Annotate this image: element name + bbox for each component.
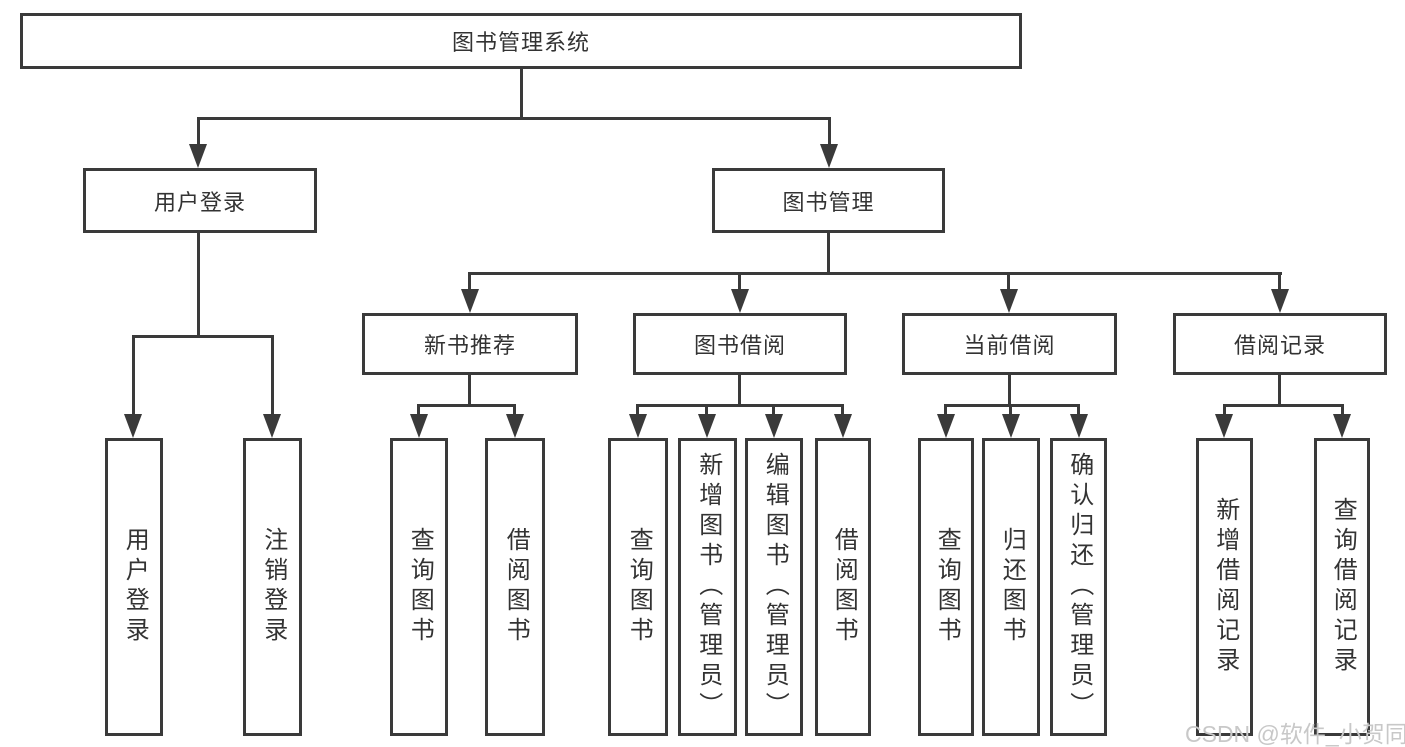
connector-leaf-stem [132,335,135,417]
connector-leaf-stem [636,404,639,417]
connector-user-login-stem [197,233,200,338]
leaf-query-books-current: 查询图书 [918,438,974,736]
node-new-book-recommend-label: 新书推荐 [423,333,516,358]
connector-leaf-stem [1278,272,1281,292]
leaf-query-borrow-record: 查询借阅记录 [1314,438,1370,736]
leaf-return-books: 归还图书 [982,438,1040,736]
connector-recommend-stem [468,375,471,406]
csdn-watermark: CSDN @软件_小贺同学 [1185,721,1405,747]
connector-leaf-stem [271,335,274,417]
node-book-borrow-label: 图书借阅 [693,333,786,358]
leaf-confirm-return-admin: 确认归还（管理员） [1050,438,1107,736]
arrow-down-icon [731,289,749,313]
node-current-borrow-label: 当前借阅 [963,333,1056,358]
node-user-login-label: 用户登录 [153,189,246,215]
connector-borrow-bar [636,404,844,407]
arrow-down-icon [820,144,838,168]
arrow-down-icon [263,414,281,438]
leaf-label: 确认归还（管理员） [1065,452,1093,722]
leaf-logout: 注销登录 [243,438,302,736]
leaf-label: 查询借阅记录 [1329,497,1357,677]
leaf-add-borrow-record: 新增借阅记录 [1196,438,1253,736]
connector-root-bar [197,117,831,120]
leaf-label: 用户登录 [121,527,149,647]
leaf-borrow-books: 借阅图书 [815,438,871,736]
connector-leaf-stem [1007,272,1010,292]
connector-to-book-management [828,117,831,149]
arrow-down-icon [189,144,207,168]
arrow-down-icon [1333,414,1351,438]
leaf-add-books-admin: 新增图书（管理员） [678,438,737,736]
connector-record-stem [1278,375,1281,406]
arrow-down-icon [629,414,647,438]
leaf-label: 查询图书 [625,527,653,647]
node-borrow-record: 借阅记录 [1173,313,1387,375]
arrow-down-icon [765,414,783,438]
leaf-label: 借阅图书 [830,527,858,647]
connector-user-login-bar [132,335,274,338]
node-current-borrow: 当前借阅 [902,313,1117,375]
connector-leaf-stem [738,272,741,292]
arrow-down-icon [1070,414,1088,438]
node-book-borrow: 图书借阅 [633,313,847,375]
connector-leaf-stem [513,404,516,417]
arrow-down-icon [506,414,524,438]
leaf-query-books-borrow: 查询图书 [608,438,668,736]
arrow-down-icon [461,289,479,313]
connector-to-user-login [197,117,200,149]
arrow-down-icon [1002,414,1020,438]
leaf-borrow-books-recommend: 借阅图书 [485,438,545,736]
leaf-query-books-recommend: 查询图书 [390,438,448,736]
node-root: 图书管理系统 [20,13,1022,69]
connector-leaf-stem [417,404,420,417]
leaf-user-login: 用户登录 [105,438,163,736]
leaf-edit-books-admin: 编辑图书（管理员） [745,438,803,736]
node-new-book-recommend: 新书推荐 [362,313,578,375]
connector-leaf-stem [772,404,775,417]
arrow-down-icon [410,414,428,438]
connector-book-management-bar [469,272,1282,275]
connector-recommend-bar [418,404,516,407]
connector-leaf-stem [1341,404,1344,417]
connector-current-bar [944,404,1080,407]
connector-leaf-stem [705,404,708,417]
arrow-down-icon [124,414,142,438]
connector-leaf-stem [841,404,844,417]
leaf-label: 注销登录 [259,527,287,647]
arrow-down-icon [1000,289,1018,313]
connector-book-management-stem [827,233,830,275]
node-book-management-label: 图书管理 [782,189,875,215]
connector-record-bar [1223,404,1344,407]
connector-current-stem [1008,375,1011,406]
arrow-down-icon [834,414,852,438]
connector-leaf-stem [944,404,947,417]
arrow-down-icon [937,414,955,438]
arrow-down-icon [698,414,716,438]
node-borrow-record-label: 借阅记录 [1233,333,1326,358]
arrow-down-icon [1215,414,1233,438]
leaf-label: 新增借阅记录 [1211,497,1239,677]
connector-root-stem [520,69,523,120]
leaf-label: 借阅图书 [502,527,530,647]
leaf-label: 查询图书 [406,527,434,647]
leaf-label: 查询图书 [933,527,961,647]
connector-leaf-stem [1009,404,1012,417]
connector-leaf-stem [468,272,471,292]
leaf-label: 编辑图书（管理员） [761,452,789,722]
connector-leaf-stem [1077,404,1080,417]
connector-borrow-stem [738,375,741,406]
node-user-login: 用户登录 [83,168,317,233]
node-book-management: 图书管理 [712,168,945,233]
node-root-label: 图书管理系统 [451,30,590,55]
leaf-label: 新增图书（管理员） [694,452,722,722]
connector-leaf-stem [1223,404,1226,417]
arrow-down-icon [1271,289,1289,313]
leaf-label: 归还图书 [998,527,1026,647]
